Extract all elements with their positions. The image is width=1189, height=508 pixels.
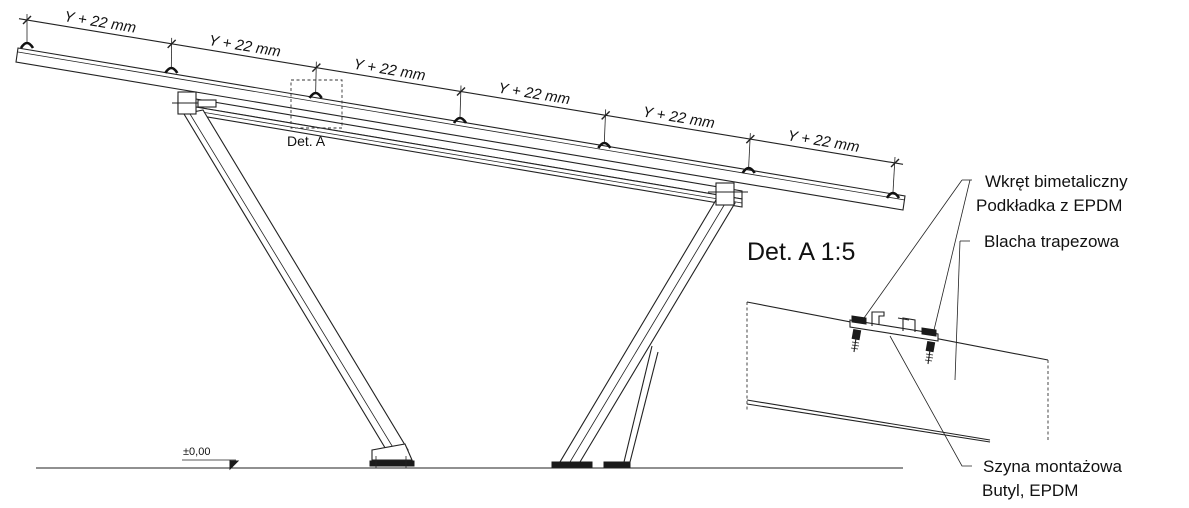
- dimension-tick: [601, 110, 611, 120]
- dimension-extension-line: [748, 133, 751, 168]
- rail-clip: [164, 66, 179, 74]
- rail-clip: [597, 141, 612, 149]
- level-label: ±0,00: [183, 446, 210, 458]
- rail-clip: [741, 166, 756, 174]
- dimension-extension-line: [459, 85, 462, 118]
- roof-panel: [15, 47, 906, 211]
- screw-left: [850, 328, 862, 353]
- left-column: [172, 91, 415, 468]
- detail-a-reference: Det. A: [287, 79, 343, 149]
- dimension-tick: [456, 87, 466, 96]
- dimension-tick: [311, 63, 321, 73]
- dimension-extension-line: [315, 61, 317, 93]
- dimension-tick: [22, 15, 32, 25]
- screw-right: [924, 340, 936, 365]
- rail-clip: [308, 91, 323, 99]
- rail-clip: [19, 41, 35, 49]
- dimension-tick: [167, 39, 177, 49]
- rail-clip: [885, 191, 901, 199]
- dimension-tick: [890, 158, 900, 168]
- rail-clip: [452, 116, 468, 124]
- rail-clips: [19, 41, 901, 199]
- callout-screw: Wkręt bimetaliczny: [985, 172, 1128, 191]
- detail-a-title: Det. A 1:5: [747, 238, 855, 266]
- detail-a-view: Det. A 1:5: [746, 179, 1049, 467]
- callout-rail: Szyna montażowa: [983, 457, 1122, 476]
- callout-sealant: Butyl, EPDM: [982, 481, 1078, 500]
- dimension-extension-line: [603, 109, 607, 143]
- level-marker: ±0,00: [182, 446, 240, 471]
- detail-a-reference-label: Det. A: [287, 133, 326, 149]
- right-column: [551, 182, 748, 468]
- dimension-tick: [745, 134, 755, 144]
- callout-sheet: Blacha trapezowa: [984, 232, 1120, 251]
- dimension-chain: Y + 22 mmY + 22 mmY + 22 mmY + 22 mmY + …: [18, 8, 904, 193]
- callout-washer: Podkładka z EPDM: [976, 196, 1122, 215]
